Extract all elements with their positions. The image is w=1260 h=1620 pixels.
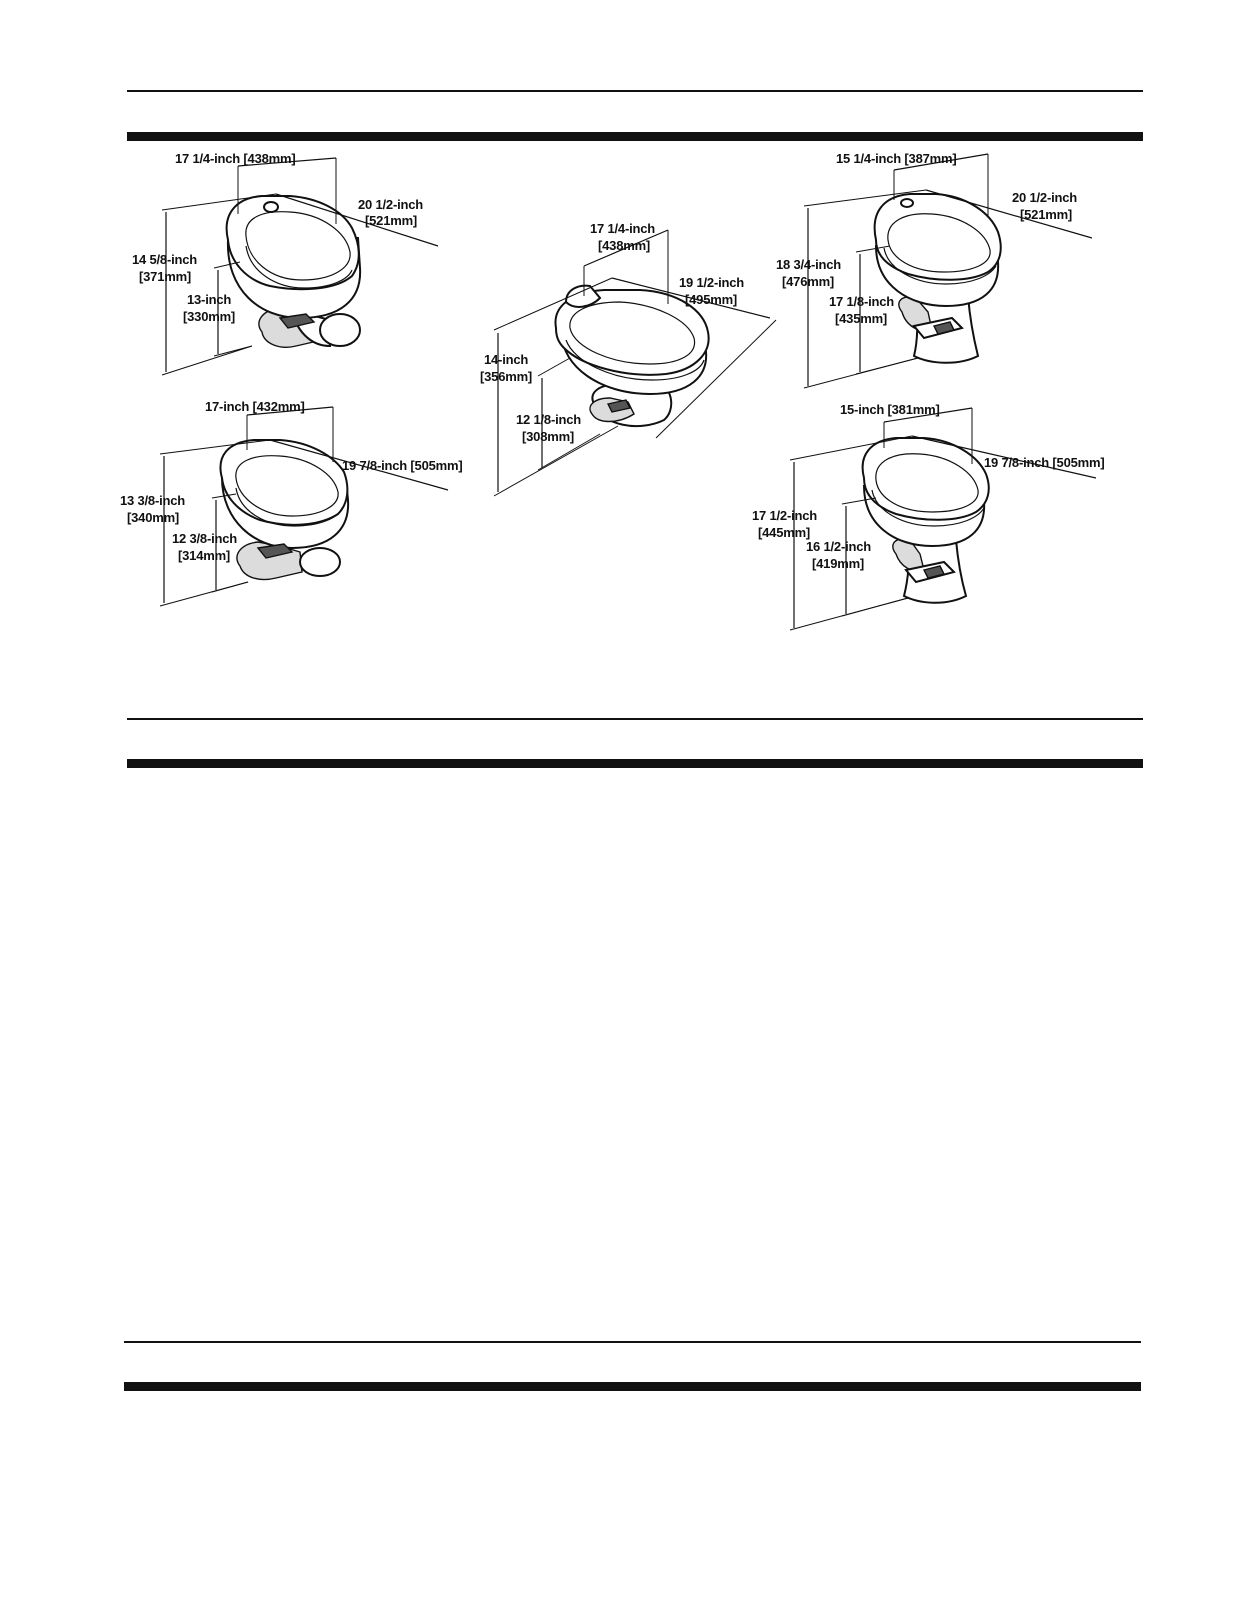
toilet-center-height-label-2: [356mm]	[480, 369, 532, 384]
toilet-top-right-width-label: 15 1/4-inch [387mm]	[836, 151, 956, 166]
toilet-dimensions-figure: 17 1/4-inch [438mm] 20 1/2-inch [521mm] …	[120, 151, 1105, 631]
toilet-top-right-depth-label-1: 20 1/2-inch	[1012, 190, 1077, 205]
toilet-bottom-left-drawing	[219, 439, 350, 581]
top-rule-thin	[127, 90, 1143, 92]
toilet-bottom-left-dimension-lines	[159, 406, 449, 607]
toilet-bottom-right-depth-label: 19 7/8-inch [505mm]	[984, 455, 1104, 470]
toilet-top-left: 17 1/4-inch [438mm] 20 1/2-inch [521mm] …	[132, 151, 439, 376]
toilet-center-width-label-2: [438mm]	[598, 238, 650, 253]
toilet-top-left-drawing	[225, 195, 362, 348]
toilet-top-left-dimension-lines	[161, 157, 439, 376]
toilet-bottom-right: 15-inch [381mm] 19 7/8-inch [505mm] 17 1…	[752, 402, 1105, 631]
toilet-bottom-left-height-label-2: [340mm]	[127, 510, 179, 525]
toilet-bottom-left-seat-label-1: 12 3/8-inch	[172, 531, 237, 546]
toilet-center-depth-label-1: 19 1/2-inch	[679, 275, 744, 290]
toilet-top-right-seat-label-2: [435mm]	[835, 311, 887, 326]
toilet-center-drawing	[554, 284, 710, 427]
toilet-bottom-left-depth-label: 19 7/8-inch [505mm]	[342, 458, 462, 473]
toilet-bottom-left-width-label: 17-inch [432mm]	[205, 399, 305, 414]
toilet-bottom-left-seat-label-2: [314mm]	[178, 548, 230, 563]
toilet-bottom-right-width-label: 15-inch [381mm]	[840, 402, 940, 417]
toilet-top-right: 15 1/4-inch [387mm] 20 1/2-inch [521mm] …	[776, 151, 1093, 389]
toilet-bottom-right-seat-label-2: [419mm]	[812, 556, 864, 571]
toilet-top-right-drawing	[873, 193, 1002, 364]
top-rule-thick	[127, 132, 1143, 141]
toilet-center-depth-label-2: [495mm]	[685, 292, 737, 307]
toilet-center-width-label-1: 17 1/4-inch	[590, 221, 655, 236]
middle-rule-thick	[127, 759, 1143, 768]
toilet-top-right-height-label-2: [476mm]	[782, 274, 834, 289]
toilet-bottom-right-height-label-2: [445mm]	[758, 525, 810, 540]
toilet-top-left-seat-label-2: [330mm]	[183, 309, 235, 324]
toilet-top-right-depth-label-2: [521mm]	[1020, 207, 1072, 222]
lower-rule-thick	[124, 1382, 1141, 1391]
toilet-top-left-seat-label-1: 13-inch	[187, 292, 231, 307]
toilet-center-height-label-1: 14-inch	[484, 352, 528, 367]
toilet-top-left-height-label-2: [371mm]	[139, 269, 191, 284]
toilet-bottom-right-seat-label-1: 16 1/2-inch	[806, 539, 871, 554]
toilet-bottom-right-dimension-lines	[789, 407, 1097, 631]
toilet-bottom-right-drawing	[861, 437, 990, 604]
toilet-center-seat-label-2: [308mm]	[522, 429, 574, 444]
toilet-bottom-left-height-label-1: 13 3/8-inch	[120, 493, 185, 508]
toilet-top-left-width-label: 17 1/4-inch [438mm]	[175, 151, 295, 166]
toilet-center-seat-label-1: 12 1/8-inch	[516, 412, 581, 427]
toilet-center-dimension-lines	[493, 229, 777, 497]
toilet-top-right-dimension-lines	[803, 153, 1093, 389]
toilet-bottom-left: 17-inch [432mm] 19 7/8-inch [505mm] 13 3…	[120, 399, 463, 607]
toilet-top-right-seat-label-1: 17 1/8-inch	[829, 294, 894, 309]
toilet-top-left-depth-label-1: 20 1/2-inch	[358, 197, 423, 212]
lower-rule-thin	[124, 1341, 1141, 1343]
toilet-bottom-right-height-label-1: 17 1/2-inch	[752, 508, 817, 523]
toilet-top-left-height-label-1: 14 5/8-inch	[132, 252, 197, 267]
middle-rule-thin	[127, 718, 1143, 720]
toilet-top-right-height-label-1: 18 3/4-inch	[776, 257, 841, 272]
toilet-top-left-depth-label-2: [521mm]	[365, 213, 417, 228]
toilet-center: 17 1/4-inch [438mm] 19 1/2-inch [495mm] …	[480, 221, 777, 497]
